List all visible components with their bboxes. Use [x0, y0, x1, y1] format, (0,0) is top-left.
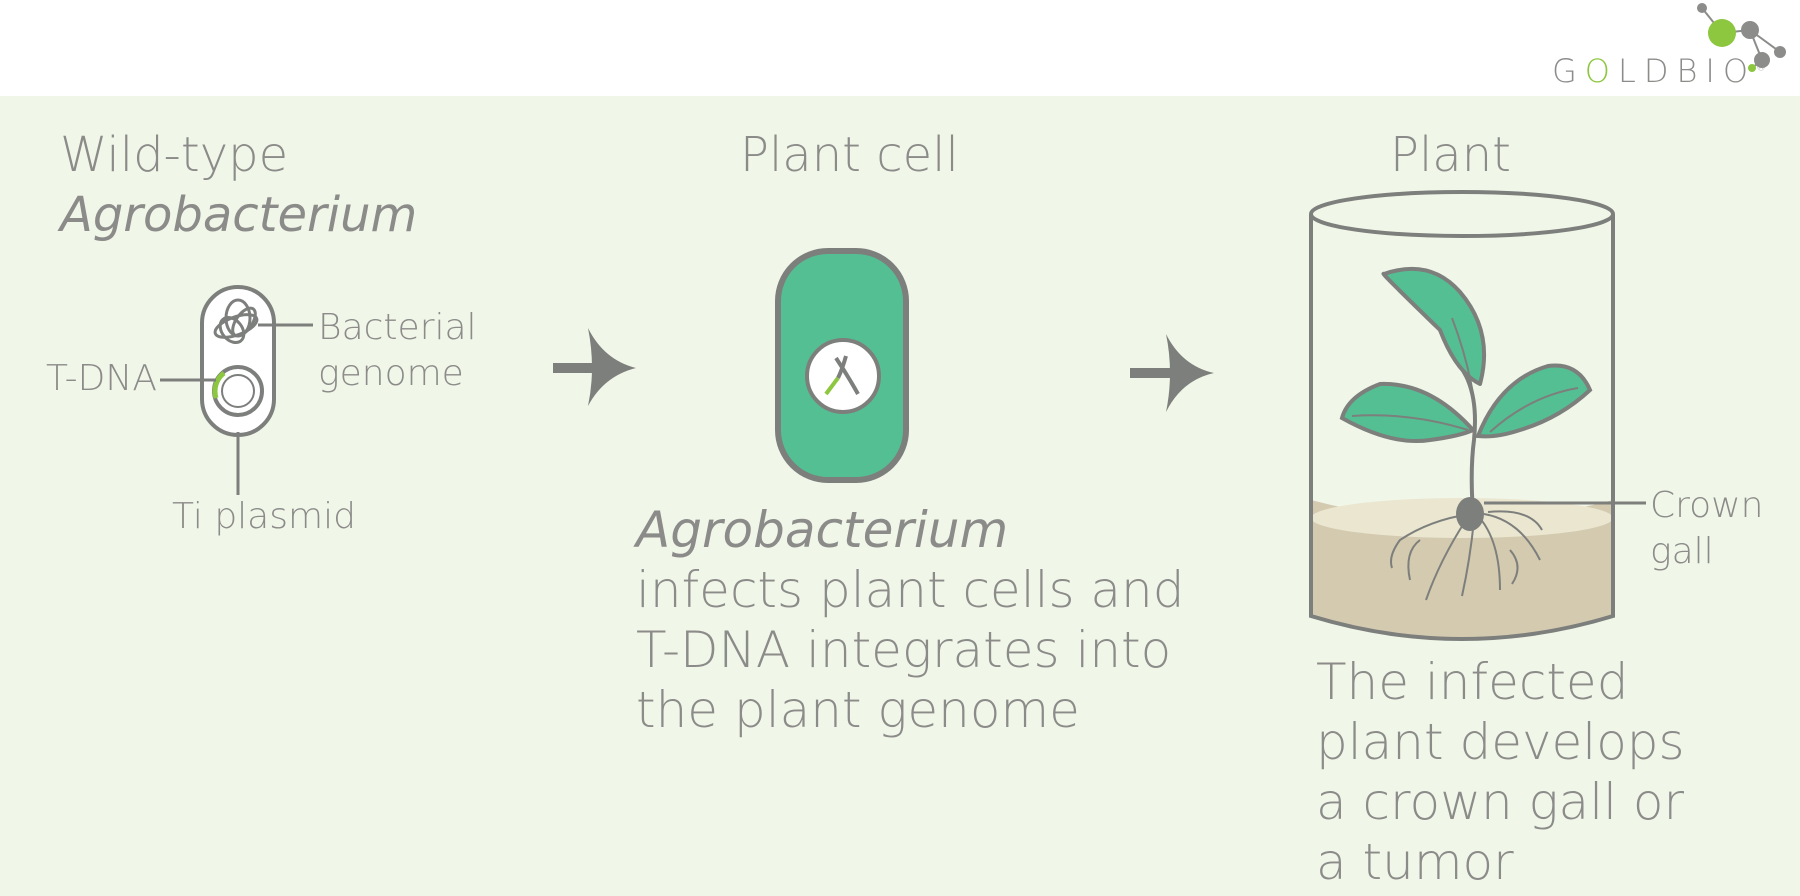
stage3-caption-line1: The infected	[1316, 653, 1629, 711]
stage2-caption-line2: infects plant cells and	[636, 561, 1185, 619]
tdna-label: T-DNA	[46, 358, 157, 399]
bacterial-genome-label-line1: Bacterial	[318, 307, 477, 348]
ti-plasmid-label: Ti plasmid	[172, 496, 356, 537]
stage2-caption-line4: the plant genome	[636, 681, 1080, 739]
stage3-title: Plant	[1390, 127, 1511, 183]
plant-icon	[1339, 266, 1593, 513]
nucleus-icon	[805, 338, 881, 414]
plant-cell-icon	[775, 248, 909, 483]
stage3-caption-line3: a crown gall or	[1316, 773, 1685, 831]
arrow-2-icon	[1130, 334, 1214, 412]
bacterial-genome-icon	[213, 298, 259, 345]
tdna-segment-icon	[212, 371, 226, 399]
stage1-title-line1: Wild-type	[60, 127, 289, 183]
logo-wordmark: GOLDBIO®	[1552, 52, 1767, 90]
background-panel	[0, 96, 1800, 896]
bacterial-genome-label-line2: genome	[318, 353, 464, 394]
stage3-caption-line2: plant develops	[1316, 713, 1685, 771]
stage2-caption-line3: T-DNA integrates into	[636, 621, 1172, 679]
plant-container-icon	[1309, 190, 1615, 641]
stage1-title-line2: Agrobacterium	[60, 187, 418, 243]
crown-gall-icon	[1456, 497, 1484, 531]
arrow-1-icon	[553, 328, 636, 406]
logo-green-atom	[1708, 19, 1736, 47]
crown-gall-label-line2: gall	[1650, 531, 1714, 572]
integrated-tdna-icon	[824, 376, 840, 396]
stage2-title: Plant cell	[740, 127, 959, 183]
bacterium-icon	[200, 285, 276, 437]
stage3-caption-line4: a tumor	[1316, 833, 1514, 891]
crown-gall-label-line1: Crown	[1650, 485, 1764, 526]
stage2-caption-line1: Agrobacterium	[636, 501, 1009, 559]
